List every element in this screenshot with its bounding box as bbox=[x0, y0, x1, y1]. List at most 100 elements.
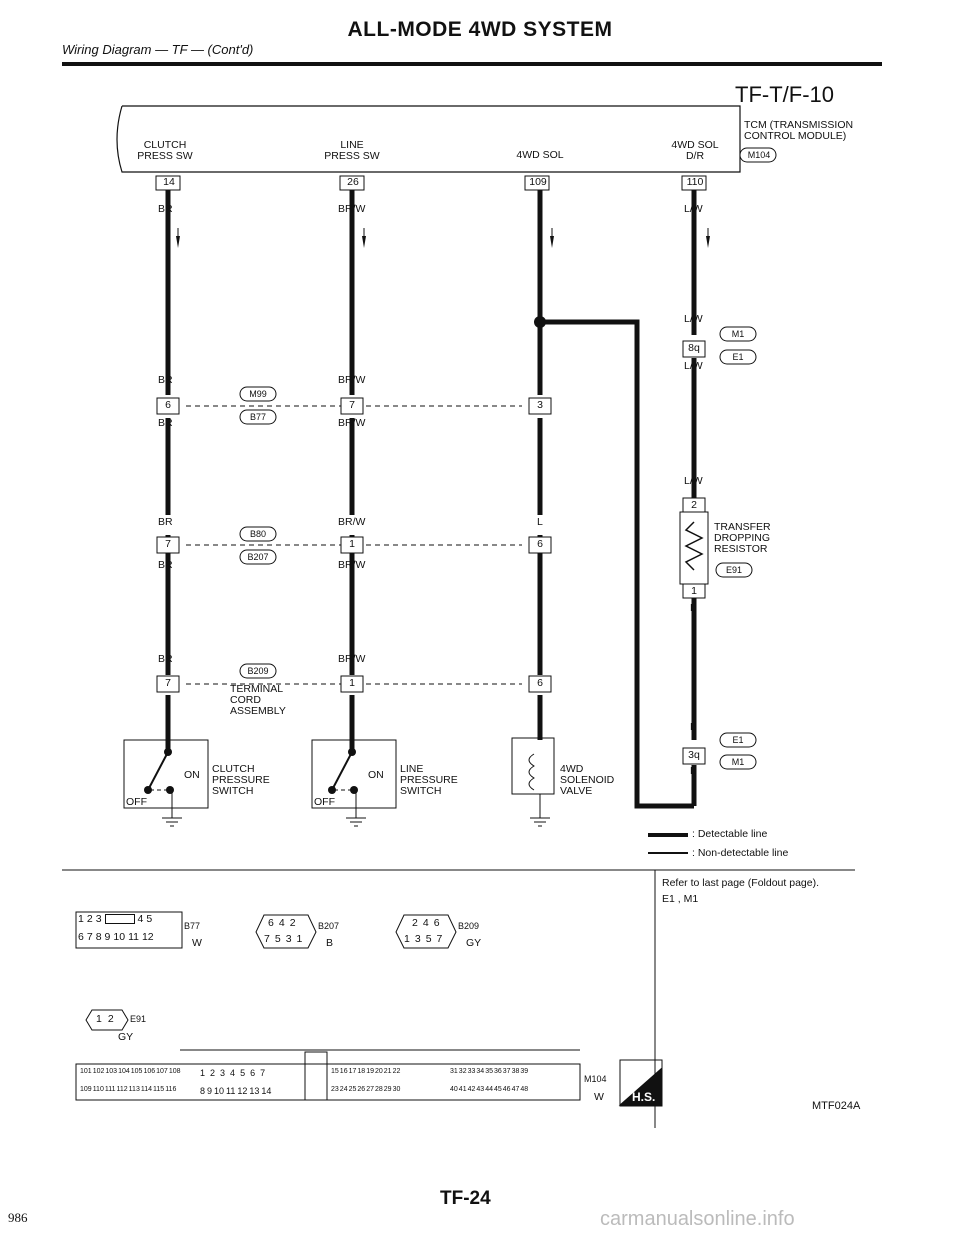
connector-label: B77 bbox=[249, 412, 266, 422]
tcm-pin-4wdsol-label: 4WD SOL bbox=[516, 149, 564, 161]
page-left-number: 986 bbox=[8, 1210, 28, 1225]
joint-pin: 3q bbox=[688, 749, 700, 761]
refer-connectors: E1 , M1 bbox=[662, 893, 699, 905]
resistor-pin: 1 bbox=[691, 585, 697, 597]
wire-label: BR bbox=[158, 559, 173, 571]
connector-label: E1 bbox=[732, 352, 744, 362]
wire-label: BR/W bbox=[338, 516, 366, 528]
wire-label: L/W bbox=[684, 475, 703, 487]
legend-detectable: : Detectable line bbox=[692, 828, 768, 840]
joint-dashes bbox=[186, 405, 522, 685]
wire-label: L bbox=[690, 721, 696, 733]
wire-label: BR/W bbox=[338, 374, 366, 386]
page-title: ALL-MODE 4WD SYSTEM bbox=[347, 18, 613, 41]
connector-label: M1 bbox=[731, 757, 745, 767]
header-rule bbox=[62, 62, 882, 66]
b77-name: B77 bbox=[184, 921, 201, 931]
wire-label: L bbox=[537, 559, 543, 571]
b209-name: B209 bbox=[458, 921, 480, 931]
off-label: OFF bbox=[126, 796, 147, 808]
wire-color-brw: BR/W bbox=[338, 203, 366, 215]
joint-pin: 6 bbox=[537, 538, 543, 550]
connector-label: B80 bbox=[249, 529, 266, 539]
refer-text: Refer to last page (Foldout page). bbox=[662, 877, 820, 889]
e91-name: E91 bbox=[130, 1014, 147, 1024]
resistor bbox=[679, 497, 709, 599]
wire-color-br: BR bbox=[158, 203, 173, 215]
tcm-pin-110: 110 bbox=[686, 176, 704, 188]
b207-name: B207 bbox=[318, 921, 340, 931]
wire-label: BR/W bbox=[338, 559, 366, 571]
joint-pin: 1 bbox=[349, 538, 355, 550]
m104-color: W bbox=[594, 1091, 604, 1103]
connector-label: M99 bbox=[249, 389, 267, 399]
off-label: OFF bbox=[314, 796, 335, 808]
figure-code: MTF024A bbox=[812, 1100, 861, 1112]
wire-label: BR bbox=[158, 516, 173, 528]
wire-label: BR bbox=[158, 653, 173, 665]
joint-pin: 1 bbox=[349, 677, 355, 689]
tcm-box bbox=[116, 105, 741, 173]
e91-color: GY bbox=[118, 1031, 134, 1043]
wire-label: L bbox=[537, 374, 543, 386]
connector-label: E91 bbox=[725, 565, 742, 575]
wire-label: L bbox=[537, 417, 543, 429]
joint-pin: 3 bbox=[537, 399, 543, 411]
joint-pin: 7 bbox=[165, 677, 171, 689]
joint-pin: 8q bbox=[688, 342, 700, 354]
tcm-label: TCM (TRANSMISSION CONTROL MODULE) bbox=[744, 119, 854, 142]
page-number: TF-24 bbox=[440, 1188, 491, 1209]
legend-thick bbox=[648, 833, 688, 837]
tcm-pin-14: 14 bbox=[163, 176, 175, 188]
resistor-label: TRANSFER DROPPING RESISTOR bbox=[714, 521, 771, 555]
wires bbox=[165, 190, 697, 809]
diagram-code: TF-T/F-10 bbox=[735, 82, 834, 107]
m104-name: M104 bbox=[584, 1074, 607, 1084]
on-label: ON bbox=[184, 769, 200, 781]
wire-label: L bbox=[537, 653, 543, 665]
wire-color-lw: L/W bbox=[684, 203, 703, 215]
joint-pin: 7 bbox=[349, 399, 355, 411]
connector-label: E1 bbox=[732, 735, 744, 745]
clutch-switch-label: CLUTCH PRESSURE SWITCH bbox=[212, 763, 270, 797]
wire-label: BR bbox=[158, 417, 173, 429]
terminal-cord-assembly-label: TERMINAL CORD ASSEMBLY bbox=[230, 683, 286, 717]
connector-label: M1 bbox=[731, 329, 745, 339]
hs-badge: H.S. bbox=[632, 1090, 656, 1104]
wire-label: L bbox=[690, 765, 696, 777]
resistor-pin: 2 bbox=[691, 499, 697, 511]
joint-pin: 6 bbox=[537, 677, 543, 689]
wire-label: L/W bbox=[684, 360, 703, 372]
wire-label: BR/W bbox=[338, 417, 366, 429]
tcm-pin-26: 26 bbox=[347, 176, 359, 188]
wire-label: L bbox=[690, 602, 696, 614]
tcm-connector: M104 bbox=[747, 150, 771, 160]
connector-ovals bbox=[239, 147, 777, 770]
wire-label: BR/W bbox=[338, 653, 366, 665]
legend-non-detectable: : Non-detectable line bbox=[692, 847, 789, 859]
watermark: carmanualsonline.info bbox=[600, 1208, 795, 1230]
splice-point bbox=[534, 316, 546, 328]
wire-label: BR bbox=[158, 374, 173, 386]
joint-boxes bbox=[156, 340, 706, 765]
solenoid-label: 4WD SOLENOID VALVE bbox=[560, 763, 615, 797]
on-label: ON bbox=[368, 769, 384, 781]
b77-color: W bbox=[192, 937, 202, 949]
joint-pin: 7 bbox=[165, 538, 171, 550]
tcm-pin-clutch-label: CLUTCH PRESS SW bbox=[137, 139, 193, 162]
line-switch-label: LINE PRESSURE SWITCH bbox=[400, 763, 458, 797]
